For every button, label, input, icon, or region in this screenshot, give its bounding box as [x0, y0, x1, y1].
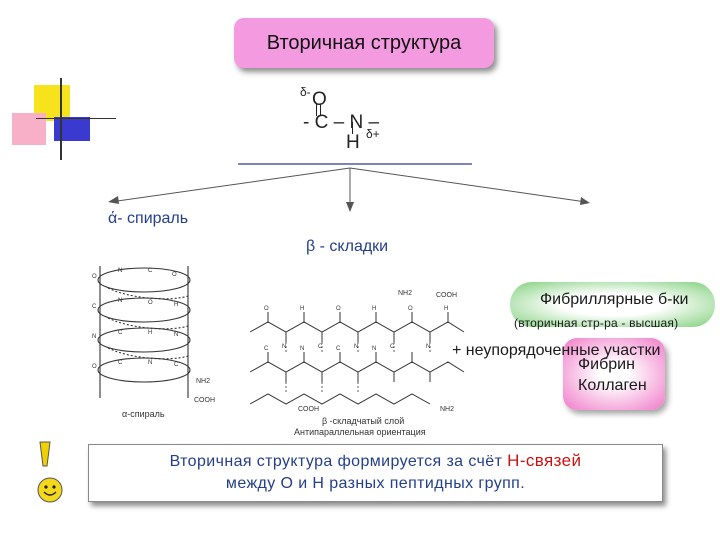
double-bond-line-2 [320, 104, 321, 116]
alpha-helix-diagram: O N C O C N O H N C H N O C N C [92, 266, 191, 398]
beta-cooh-bottom: COOH [298, 406, 319, 413]
svg-text:N: N [426, 344, 430, 350]
fibrillar-title: Фибриллярные б-ки [540, 291, 689, 308]
svg-text:N: N [354, 344, 358, 350]
svg-text:C: C [336, 346, 341, 352]
svg-text:C: C [264, 346, 269, 352]
svg-text:O: O [92, 274, 97, 280]
beta-caption-line2: Антипараллельная ориентация [294, 427, 426, 437]
helix-cooh-label: COOH [194, 397, 215, 404]
svg-text:O: O [408, 306, 413, 312]
smiley-icon [37, 477, 63, 503]
conclusion-highlight: Н-связей [507, 451, 582, 470]
alpha-helix-label: ά- спираль [108, 210, 189, 227]
fibrillar-box [510, 282, 715, 327]
conclusion-text: Вторичная структура формируется за счёт … [88, 450, 663, 495]
svg-text:C: C [118, 360, 123, 366]
conclusion-box [88, 444, 663, 502]
beta-nh2-top: NH2 [398, 290, 413, 297]
fibrillar-subtitle: (вторичная стр-ра - высшая) [514, 316, 679, 330]
decor-vertical-line [60, 78, 62, 160]
svg-text:C: C [92, 304, 97, 310]
svg-text:H: H [372, 306, 376, 312]
beta-sheet-label: β - складки [306, 238, 389, 255]
helix-nh2-label: NH2 [196, 378, 211, 385]
svg-text:N: N [118, 298, 122, 304]
svg-text:C: C [118, 330, 123, 336]
svg-text:C: C [174, 362, 179, 368]
conclusion-part1: Вторичная структура формируется за счёт [169, 453, 508, 470]
disordered-regions-text: + неупорядоченные участки [452, 342, 661, 359]
beta-cooh-top: COOH [436, 292, 457, 299]
svg-text:H: H [300, 306, 304, 312]
svg-text:O: O [92, 364, 97, 370]
svg-text:C: C [148, 268, 153, 274]
svg-text:O: O [336, 306, 341, 312]
exclamation-icon [39, 441, 51, 467]
svg-text:N: N [118, 268, 122, 274]
oxygen-atom: O [312, 89, 327, 110]
svg-text:N: N [300, 346, 304, 352]
example-fibrin: Фибрин [578, 356, 635, 373]
beta-caption-line1: β -складчатый слой [322, 416, 405, 426]
svg-text:O: O [172, 272, 177, 278]
svg-text:H: H [148, 330, 152, 336]
svg-text:N: N [372, 346, 376, 352]
svg-text:H: H [174, 302, 178, 308]
svg-text:H: H [444, 306, 448, 312]
example-collagen: Коллаген [578, 377, 647, 394]
double-bond-line-1 [316, 104, 317, 116]
svg-text:N: N [282, 344, 286, 350]
page-title: Вторичная структура [266, 31, 462, 54]
peptide-chain: - C – N – [303, 112, 380, 133]
examples-box [563, 338, 665, 410]
nh-bond-line [352, 122, 353, 134]
delta-minus: δ- [300, 85, 311, 99]
decor-horizontal-line [36, 118, 116, 119]
svg-text:N: N [174, 332, 178, 338]
svg-text:O: O [148, 300, 153, 306]
svg-text:C: C [318, 344, 323, 350]
title-box: Вторичная структура [234, 18, 494, 68]
svg-text:C: C [390, 344, 395, 350]
svg-text:O: O [264, 306, 269, 312]
conclusion-part2: между О и Н разных пептидных групп. [225, 475, 526, 492]
beta-sheet-diagram: O H O H O H N C N C N C N C N [249, 306, 465, 405]
helix-caption: α-спираль [122, 409, 165, 419]
delta-plus: δ+ [366, 127, 380, 141]
svg-text:N: N [92, 334, 96, 340]
beta-nh2-bottom: NH2 [440, 406, 455, 413]
hydrogen-atom: H [346, 132, 360, 153]
svg-text:N: N [148, 360, 152, 366]
